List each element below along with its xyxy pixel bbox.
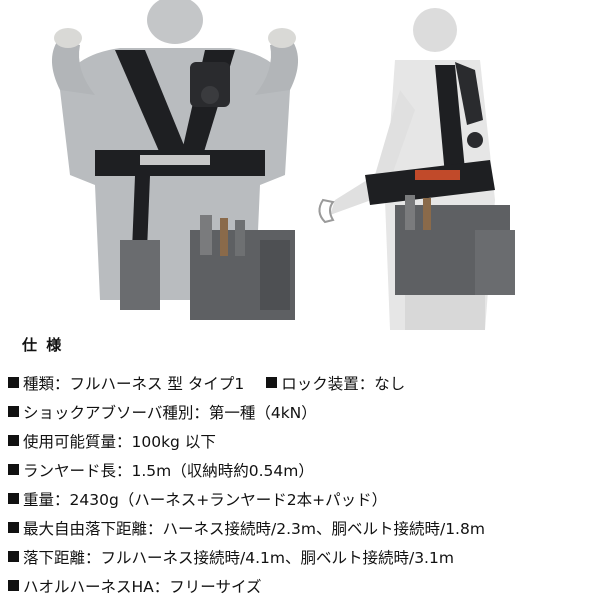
bullet-square-icon (8, 464, 19, 475)
bullet-square-icon (8, 435, 19, 446)
spec-list: 種類：フルハーネス 型 タイプ1 ロック装置：なし ショックアブソーバ種別：第一… (8, 368, 598, 600)
bullet-square-icon (8, 406, 19, 417)
spec-row: 種類：フルハーネス 型 タイプ1 ロック装置：なし (8, 368, 598, 397)
spec-row-text: ハオルハーネスHA：フリーサイズ (23, 577, 262, 596)
spec-row: ショックアブソーバ種別：第一種（4kN） (8, 397, 598, 426)
product-photos (51, 0, 515, 330)
bullet-square-icon (8, 522, 19, 533)
spec-heading: 仕 様 (22, 336, 64, 354)
harness-back-view-photo (51, 0, 299, 320)
spec-row-text: ショックアブソーバ種別：第一種（4kN） (23, 403, 317, 422)
bullet-square-icon (8, 493, 19, 504)
spec-row-text: 種類：フルハーネス 型 タイプ1 (23, 374, 245, 393)
bullet-square-icon (8, 551, 19, 562)
spec-row-text: 重量：2430g（ハーネス+ランヤード2本+パッド） (23, 490, 388, 509)
bullet-square-icon (266, 377, 278, 388)
spec-row: 使用可能質量：100kg 以下 (8, 426, 598, 455)
spec-row: 落下距離：フルハーネス接続時/4.1m、胴ベルト接続時/3.1m (8, 542, 598, 571)
spec-row-extra: ロック装置：なし (281, 374, 406, 393)
spec-row: 最大自由落下距離：ハーネス接続時/2.3m、胴ベルト接続時/1.8m (8, 513, 598, 542)
spec-row: ハオルハーネスHA：フリーサイズ (8, 571, 598, 600)
spec-row-text: 使用可能質量：100kg 以下 (23, 432, 216, 451)
spec-row: 重量：2430g（ハーネス+ランヤード2本+パッド） (8, 484, 598, 513)
spec-row: ランヤード長：1.5m（収納時約0.54m） (8, 455, 598, 484)
harness-side-view-photo (318, 8, 515, 330)
bullet-square-icon (8, 377, 19, 388)
spec-row-text: ランヤード長：1.5m（収納時約0.54m） (23, 461, 314, 480)
spec-row-text: 落下距離：フルハーネス接続時/4.1m、胴ベルト接続時/3.1m (23, 548, 454, 567)
spec-row-text: 最大自由落下距離：ハーネス接続時/2.3m、胴ベルト接続時/1.8m (23, 519, 485, 538)
bullet-square-icon (8, 580, 19, 591)
